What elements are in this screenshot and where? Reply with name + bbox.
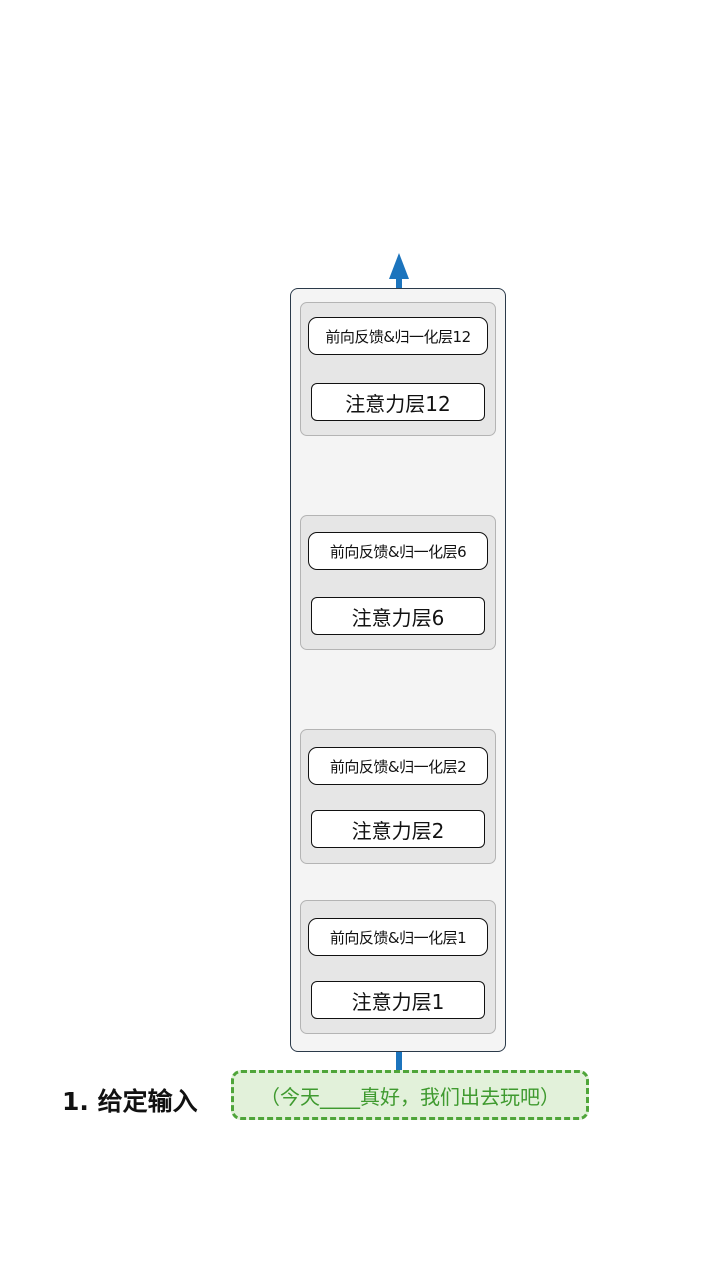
attention-layer-6: 注意力层6 xyxy=(311,597,485,635)
layer-block-1: 前向反馈&归一化层1 注意力层1 xyxy=(300,900,496,1034)
ffn-norm-layer-1: 前向反馈&归一化层1 xyxy=(308,918,488,956)
attention-layer-12: 注意力层12 xyxy=(311,383,485,421)
attention-layer-1: 注意力层1 xyxy=(311,981,485,1019)
layer-block-2: 前向反馈&归一化层2 注意力层2 xyxy=(300,729,496,864)
layer-block-12: 前向反馈&归一化层12 注意力层12 xyxy=(300,302,496,436)
input-sentence-box: （今天____真好，我们出去玩吧） xyxy=(231,1070,589,1120)
ffn-norm-layer-6: 前向反馈&归一化层6 xyxy=(308,532,488,570)
ffn-norm-layer-2: 前向反馈&归一化层2 xyxy=(308,747,488,785)
attention-layer-2: 注意力层2 xyxy=(311,810,485,848)
input-label: 1. 给定输入 xyxy=(62,1087,198,1116)
layer-block-6: 前向反馈&归一化层6 注意力层6 xyxy=(300,515,496,650)
ffn-norm-layer-12: 前向反馈&归一化层12 xyxy=(308,317,488,355)
